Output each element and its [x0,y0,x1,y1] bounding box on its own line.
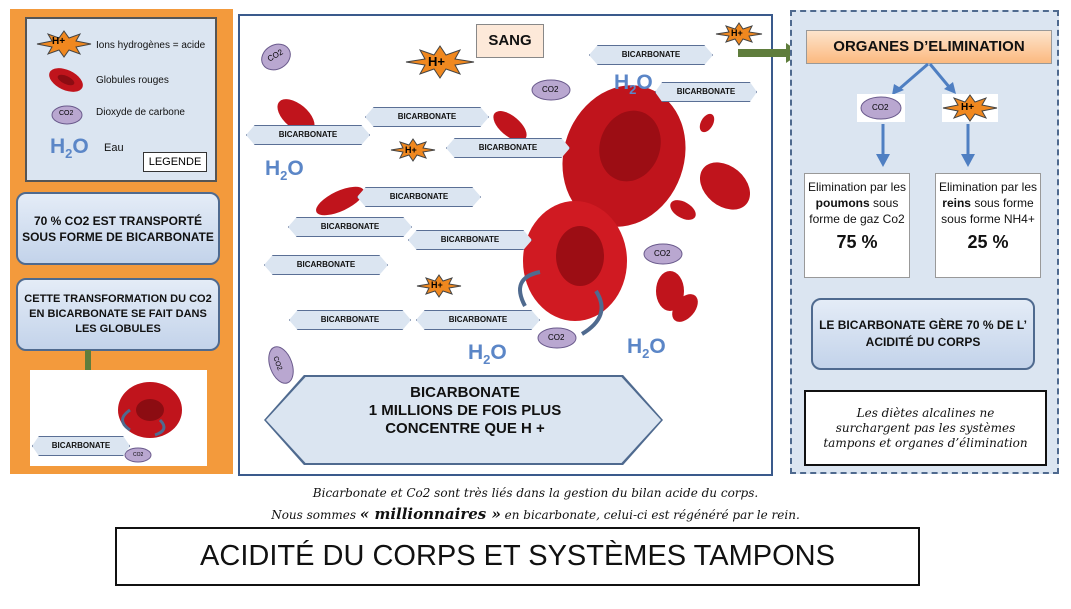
info-transfo-box: CETTE TRANSFORMATION DU CO2 EN BICARBONA… [16,278,220,351]
water-icon: H2O [50,135,89,162]
h-plus-box-text: H+ [961,102,975,113]
bicarbonate-hex: BICARBONATE [589,45,713,65]
poumons-percent: 75 % [836,232,878,252]
co2-box [857,94,905,122]
info-transfo-text: CETTE TRANSFORMATION DU CO2 EN BICARBONA… [24,293,212,335]
co2-oval [643,243,683,265]
footer-line-2: Nous sommes « millionnaires » en bicarbo… [271,505,800,523]
legend-h-plus-label: Ions hydrogènes = acide [96,40,206,51]
bicarbonate-hex: BICARBONATE [264,255,388,275]
bicarbonate-hex: BICARBONATE [288,217,412,237]
info-70-box: 70 % CO2 EST TRANSPORTÉ SOUS FORME DE BI… [16,192,220,265]
reins-box: Elimination par les reins sous forme sou… [935,173,1041,278]
legend-co2-text: CO2 [59,110,74,117]
h-plus-star [942,94,998,122]
organes-title: ORGANES D’ELIMINATION [806,30,1052,64]
big-bicarbonate-text: BICARBONATE 1 MILLIONS DE FOIS PLUS CONC… [300,384,630,438]
poumons-box: Elimination par les poumons sous forme d… [804,173,910,278]
bicarbonate-hex: BICARBONATE [357,187,481,207]
blood-cells-art [277,85,751,336]
big-bicarbonate-hex [266,377,661,463]
split-arrows [876,62,975,167]
page-title: ACIDITÉ DU CORPS ET SYSTÈMES TAMPONS [115,527,920,586]
h-plus-star [390,138,436,162]
bicarbonate-hex: BICARBONATE [365,107,489,127]
co2-oval-text: CO2 [654,249,671,258]
co2-box-text: CO2 [872,103,889,112]
legend-eau-label: Eau [104,142,124,154]
dietes-box: Les diètes alcalines ne surchargent pas … [804,390,1047,466]
water-molecule: H2O [265,157,304,184]
co2-icon [51,105,83,125]
co2-oval [860,96,902,120]
footer-line-1: Bicarbonate et Co2 sont très liés dans l… [312,486,759,500]
sang-label: SANG [476,24,544,58]
h-plus-box [942,94,998,122]
h-plus-star-text: H+ [731,28,743,38]
bicarbonate-gere-box: LE BICARBONATE GÈRE 70 % DE L’ ACIDITÉ D… [811,298,1035,370]
co2-oval [537,327,577,349]
legend-tag: LEGENDE [143,152,207,172]
h-plus-star [405,45,475,79]
h-plus-star-text: H+ [431,280,443,290]
h-plus-star-text: H+ [405,145,417,155]
h-plus-star [715,22,763,46]
bicarbonate-hex: BICARBONATE [416,310,540,330]
co2-oval [261,43,291,71]
bicarbonate-hex: BICARBONATE [246,125,370,145]
mini-red-cell [118,382,182,463]
h-plus-star-text: H+ [428,54,445,69]
info-70-text: 70 % CO2 EST TRANSPORTÉ SOUS FORME DE BI… [22,213,214,244]
h-plus-star [416,274,462,298]
mini-bicarbonate: BICARBONATE [32,436,130,456]
gere-text: LE BICARBONATE GÈRE 70 % DE L’ ACIDITÉ D… [819,318,1027,349]
co2-oval [531,79,571,101]
dietes-text: Les diètes alcalines ne surchargent pas … [823,405,1028,450]
legend-co2-label: Dioxyde de carbone [96,107,185,118]
bicarbonate-hex: BICARBONATE [408,230,532,250]
big-line-3: CONCENTRE QUE H + [385,420,545,437]
poumons-text: Elimination par les poumons sous forme d… [807,180,907,226]
mini-co2: CO2 [133,452,144,458]
big-line-2: 1 MILLIONS DE FOIS PLUS [368,402,562,419]
co2-oval-text: CO2 [548,333,565,342]
water-molecule: H2O [614,71,653,98]
water-molecule: H2O [627,335,666,362]
co2-oval [268,346,294,384]
reins-percent: 25 % [967,232,1009,252]
big-line-1: BICARBONATE [410,384,520,401]
red-cell-icon [49,68,83,92]
reins-text: Elimination par les reins sous forme sou… [938,180,1038,226]
legend-h-plus-text: H+ [52,36,66,47]
legend-globules-label: Globules rouges [96,75,169,86]
bicarbonate-hex: BICARBONATE [289,310,411,330]
water-molecule: H2O [468,341,507,368]
co2-oval-text: CO2 [542,85,559,94]
h-plus-icon [36,30,92,58]
bicarbonate-hex: BICARBONATE [655,82,757,102]
bicarbonate-hex: BICARBONATE [446,138,570,158]
